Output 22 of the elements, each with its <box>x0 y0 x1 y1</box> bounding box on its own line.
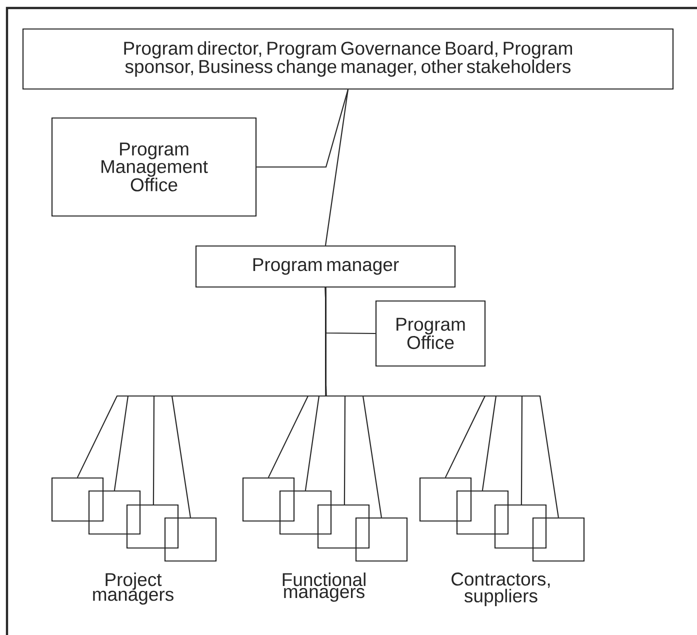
org-box: Program Office <box>375 300 486 367</box>
connector-line <box>324 288 559 518</box>
org-box: Program director, Program Governance Board, Program sponsor, Business change manager, other stakeholders <box>22 28 674 90</box>
staff-box <box>494 504 547 549</box>
group-label: Functional managers <box>282 572 366 602</box>
staff-box <box>532 517 585 562</box>
staff-box <box>456 490 509 535</box>
staff-box <box>51 477 104 522</box>
connector-line <box>324 89 349 246</box>
staff-box <box>242 477 295 522</box>
staff-box <box>317 504 370 549</box>
staff-box <box>164 517 217 562</box>
group-label: Contractors, suppliers <box>452 572 550 606</box>
staff-box <box>88 490 141 535</box>
org-box: Program Management Office <box>51 117 257 217</box>
staff-box <box>126 504 179 549</box>
connector-line <box>256 89 349 168</box>
staff-box <box>279 490 332 535</box>
group-label: Project managers <box>93 572 174 605</box>
org-box: Program manager <box>195 245 456 288</box>
staff-box <box>355 517 408 562</box>
staff-box <box>419 477 472 522</box>
